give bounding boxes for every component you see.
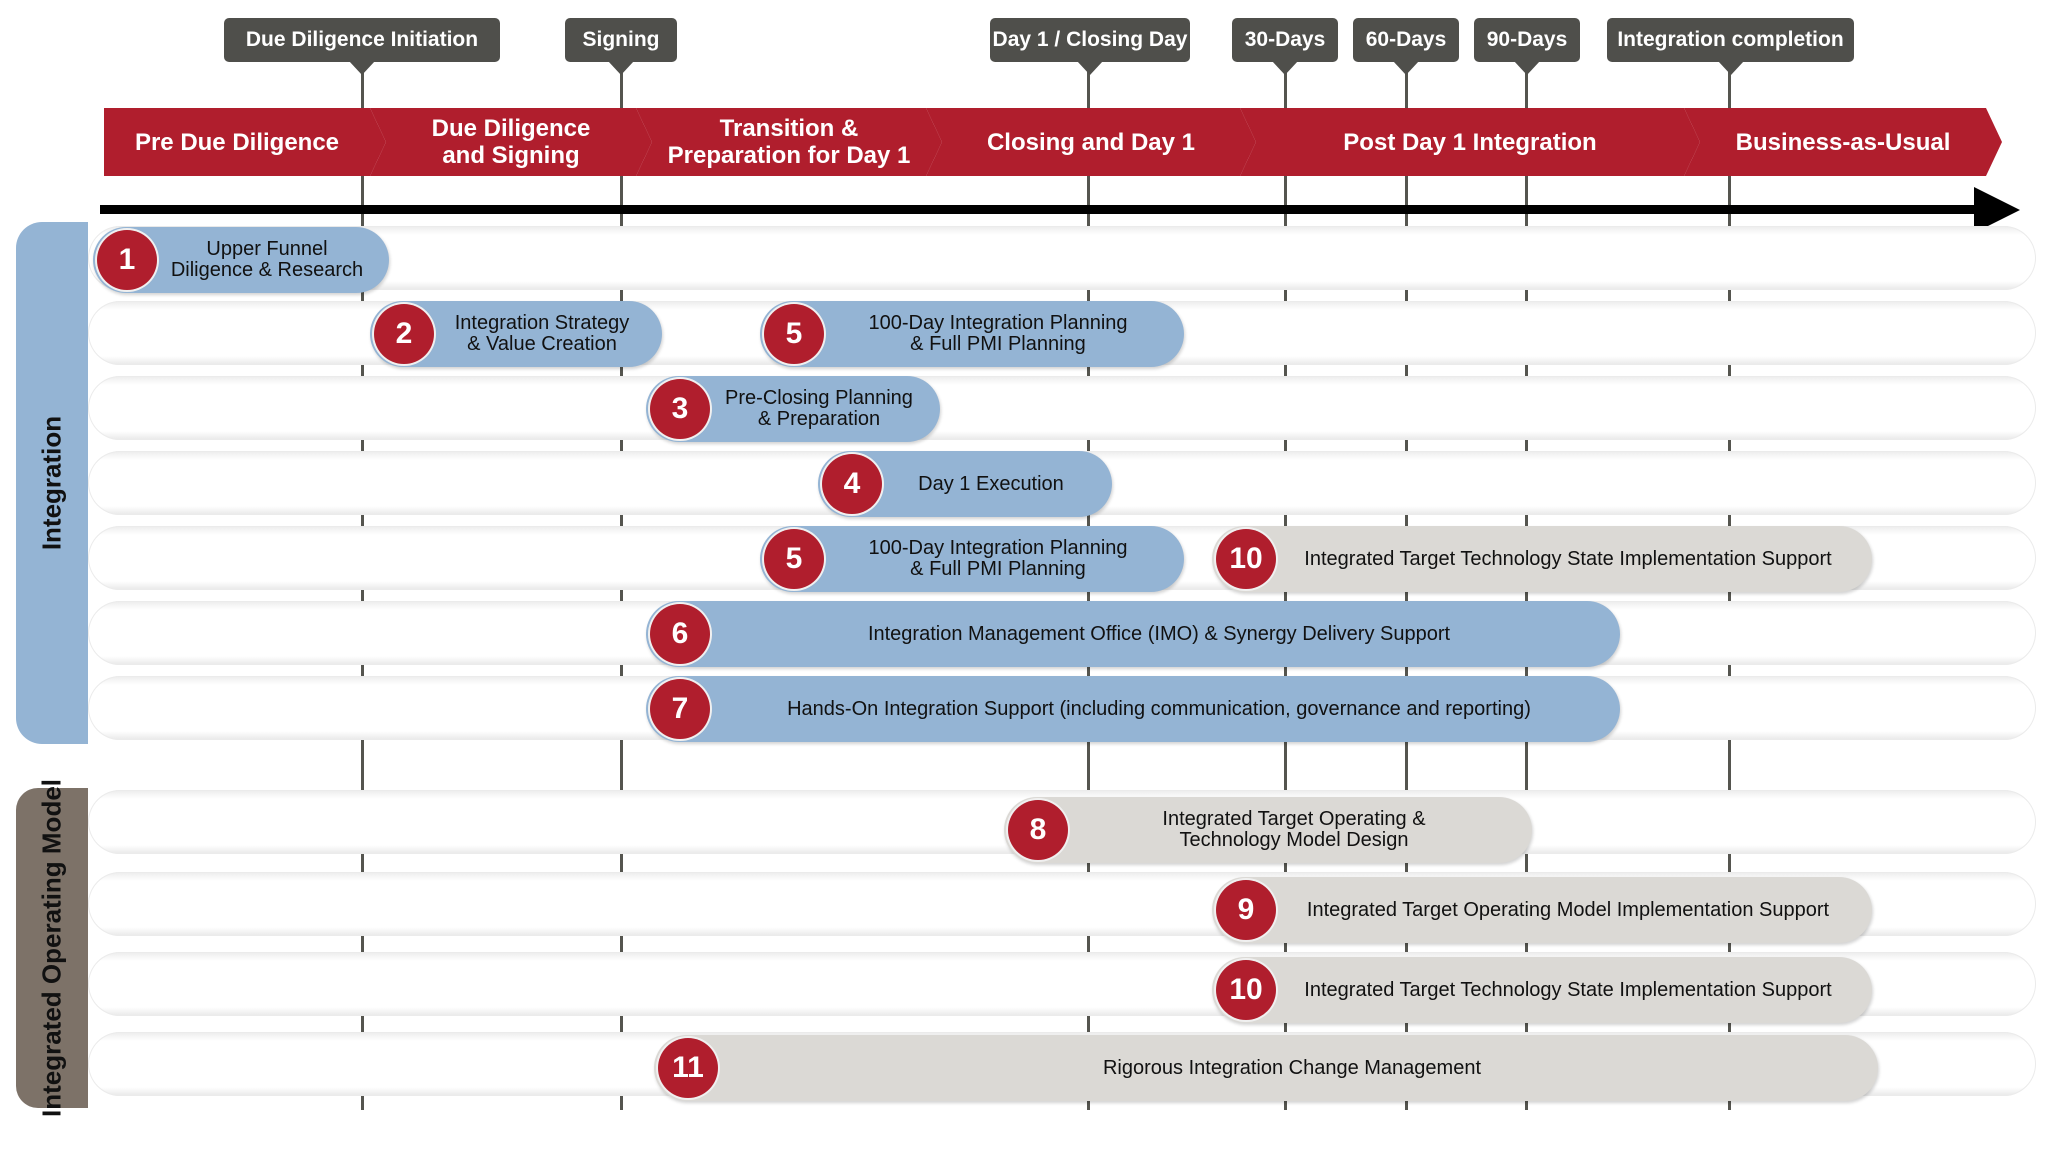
activity-label: Integrated Target Operating & Technology… <box>1162 808 1426 851</box>
activity-bar-1: 1 Upper Funnel Diligence & Research <box>93 227 389 293</box>
lane <box>88 376 2036 440</box>
phase-post-day1-integration: Post Day 1 Integration <box>1240 108 1700 176</box>
activity-bar-11: 11 Rigorous Integration Change Managemen… <box>654 1035 1878 1101</box>
lane <box>88 226 2036 290</box>
section-label: Integrated Operating Model <box>36 778 67 1118</box>
activity-number: 4 <box>822 454 882 514</box>
activity-number: 2 <box>374 304 434 364</box>
phase-label: Closing and Day 1 <box>986 128 1196 156</box>
activity-label: Upper Funnel Diligence & Research <box>170 238 364 281</box>
phase-label: Post Day 1 Integration <box>1343 128 1597 156</box>
phase-transition-preparation: Transition & Preparation for Day 1 <box>636 108 942 176</box>
phase-chevron-shape <box>1684 108 2002 176</box>
activity-label: Integrated Target Technology State Imple… <box>1304 547 1832 570</box>
milestone-30-days: 30-Days <box>1232 18 1338 75</box>
activity-label: Integration Strategy & Value Creation <box>454 312 630 355</box>
activity-number: 7 <box>650 679 710 739</box>
activity-label: Pre-Closing Planning & Preparation <box>725 387 913 430</box>
activity-number: 6 <box>650 604 710 664</box>
activity-bar-8: 8 Integrated Target Operating & Technolo… <box>1004 797 1532 863</box>
activity-label: 100-Day Integration Planning & Full PMI … <box>868 312 1128 355</box>
activity-bar-3: 3 Pre-Closing Planning & Preparation <box>646 376 940 442</box>
activity-bar-2: 2 Integration Strategy & Value Creation <box>370 301 662 367</box>
timeline-arrow <box>100 187 2020 233</box>
phase-pre-due-diligence: Pre Due Diligence <box>104 108 386 176</box>
phase-chevron-shape <box>104 108 386 176</box>
milestone-signing: Signing <box>565 18 677 75</box>
activity-label: Integrated Target Technology State Imple… <box>1304 978 1832 1001</box>
activity-label: Integrated Target Operating Model Implem… <box>1306 898 1830 921</box>
activity-number: 10 <box>1216 529 1276 589</box>
activity-label: Integration Management Office (IMO) & Sy… <box>867 622 1451 645</box>
activity-bar-10: 10 Integrated Target Technology State Im… <box>1212 526 1872 592</box>
activity-bar-4: 4 Day 1 Execution <box>818 451 1112 517</box>
activity-number: 3 <box>650 379 710 439</box>
phase-due-diligence-signing: Due Diligence and Signing <box>370 108 652 176</box>
activity-bar-5-repeat: 5 100-Day Integration Planning & Full PM… <box>760 526 1184 592</box>
phase-chevron-shape <box>1240 108 1700 176</box>
activity-bar-5: 5 100-Day Integration Planning & Full PM… <box>760 301 1184 367</box>
phase-label: Pre Due Diligence <box>134 128 340 156</box>
milestone-integration-completion: Integration completion <box>1607 18 1854 75</box>
activity-number: 11 <box>658 1038 718 1098</box>
activity-label: Day 1 Execution <box>918 472 1064 495</box>
activity-number: 10 <box>1216 960 1276 1020</box>
activity-number: 9 <box>1216 880 1276 940</box>
section-integration: Integration <box>16 222 88 744</box>
activity-number: 8 <box>1008 800 1068 860</box>
activity-number: 5 <box>764 529 824 589</box>
section-label: Integration <box>36 415 67 551</box>
section-integrated-operating-model: Integrated Operating Model <box>16 779 88 1117</box>
phase-chevron-shape <box>370 108 652 176</box>
milestone-due-diligence-initiation: Due Diligence Initiation <box>224 18 500 75</box>
phase-label: Due Diligence and Signing <box>431 115 591 169</box>
activity-bar-6: 6 Integration Management Office (IMO) & … <box>646 601 1620 667</box>
activity-label: 100-Day Integration Planning & Full PMI … <box>868 537 1128 580</box>
phase-label: Transition & Preparation for Day 1 <box>667 115 911 169</box>
activity-bar-9: 9 Integrated Target Operating Model Impl… <box>1212 877 1872 943</box>
activity-label: Rigorous Integration Change Management <box>1102 1056 1482 1079</box>
phase-chevron-shape <box>636 108 942 176</box>
milestone-day1-closing-day: Day 1 / Closing Day <box>990 18 1190 75</box>
milestone-60-days: 60-Days <box>1353 18 1459 75</box>
phase-business-as-usual: Business-as-Usual <box>1684 108 2002 176</box>
phase-closing-day1: Closing and Day 1 <box>926 108 1256 176</box>
activity-number: 5 <box>764 304 824 364</box>
activity-number: 1 <box>97 230 157 290</box>
milestone-90-days: 90-Days <box>1474 18 1580 75</box>
phase-label: Business-as-Usual <box>1735 128 1951 156</box>
phase-chevron-shape <box>926 108 1256 176</box>
activity-label: Hands-On Integration Support (including … <box>787 697 1531 720</box>
activity-bar-7: 7 Hands-On Integration Support (includin… <box>646 676 1620 742</box>
activity-bar-10-repeat: 10 Integrated Target Technology State Im… <box>1212 957 1872 1023</box>
